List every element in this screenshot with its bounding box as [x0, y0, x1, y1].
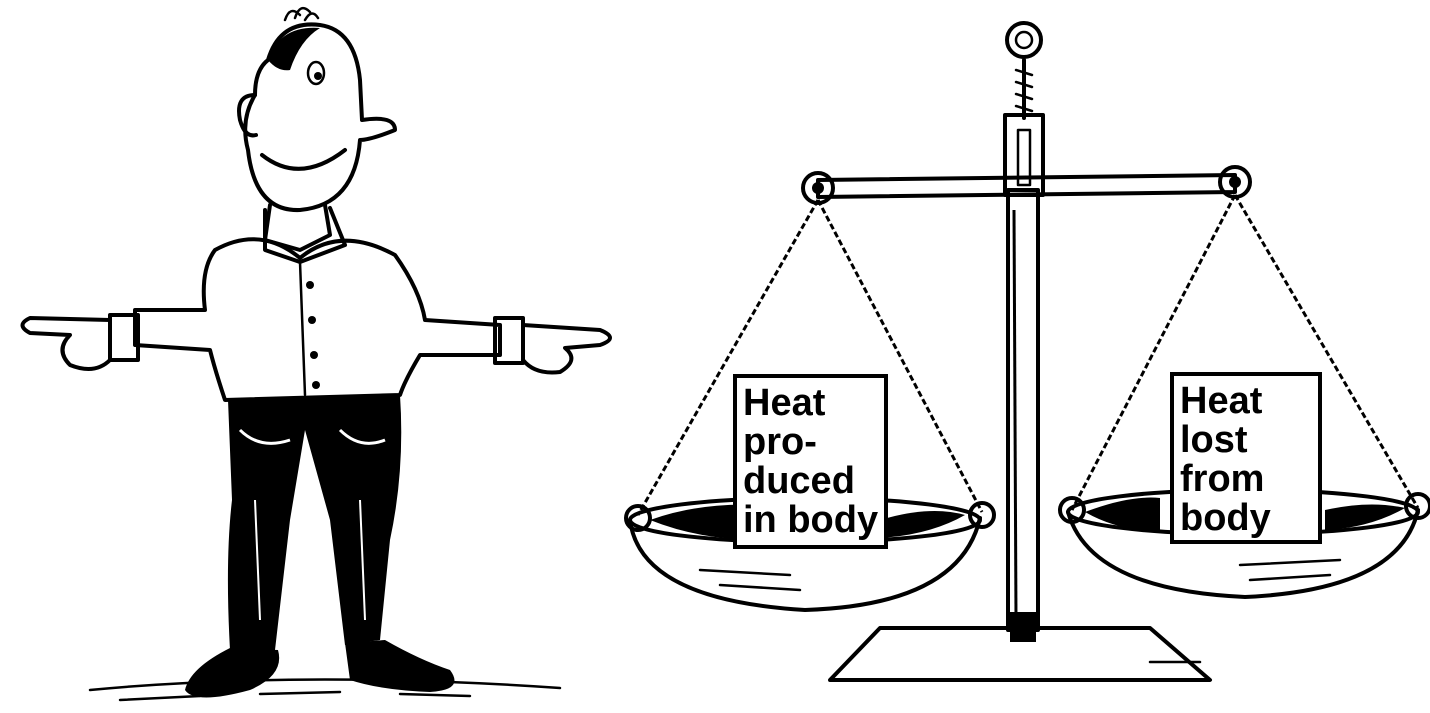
card-line: in body: [743, 501, 884, 540]
card-line: Heat: [743, 384, 884, 423]
card-line: body: [1180, 499, 1318, 538]
card-line: Heat: [1180, 382, 1318, 421]
card-line: duced: [743, 462, 884, 501]
card-line: from: [1180, 460, 1318, 499]
card-line: lost: [1180, 421, 1318, 460]
heat-produced-card: Heat pro- duced in body: [733, 374, 888, 549]
heat-lost-card: Heat lost from body: [1170, 372, 1322, 544]
card-line: pro-: [743, 423, 884, 462]
